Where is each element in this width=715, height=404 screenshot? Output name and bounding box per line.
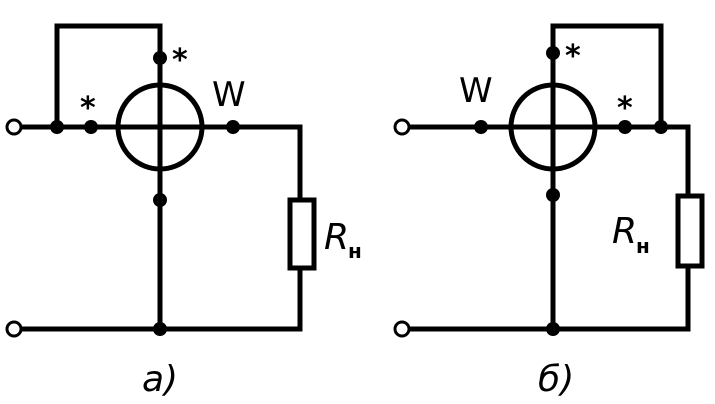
circuit-b-junction-voltage-out bbox=[546, 188, 560, 202]
circuit-b-load-resistor bbox=[675, 193, 705, 269]
circuit-a-junction-voltage-in bbox=[153, 51, 167, 65]
circuit-a-bottom-wire bbox=[15, 265, 303, 332]
circuit-b-caption: б) bbox=[538, 359, 574, 400]
circuit-a-junction-current-out bbox=[226, 120, 240, 134]
circuit-a-junction-current-in bbox=[84, 120, 98, 134]
circuit-a-terminal-top bbox=[5, 118, 23, 136]
circuit-b-terminal-top bbox=[393, 118, 411, 136]
circuit-a-junction-bottom bbox=[153, 322, 167, 336]
circuit-b-meter-label: W bbox=[459, 71, 493, 111]
circuit-b-bottom-wire bbox=[403, 263, 691, 332]
circuit-a-meter-label: W bbox=[212, 75, 246, 115]
circuit-a-terminal-bottom bbox=[5, 320, 23, 338]
circuit-b-current-marker: * bbox=[617, 91, 633, 126]
circuit-a-wattmeter-icon bbox=[115, 82, 205, 172]
circuit-b-resistor-subscript: н bbox=[636, 234, 650, 258]
circuit-a-load-resistor bbox=[287, 197, 317, 271]
circuit-a-top-wire bbox=[15, 124, 303, 203]
circuit-a-resistor-subscript: н bbox=[348, 239, 362, 263]
circuit-a-voltage-coil-loop bbox=[54, 23, 163, 203]
circuit-b-junction-voltage-in bbox=[546, 46, 560, 60]
circuit-a-junction-left bbox=[50, 120, 64, 134]
circuit-a-resistor-label: R bbox=[324, 217, 349, 258]
circuit-b-terminal-bottom bbox=[393, 320, 411, 338]
circuit-b-junction-current-in bbox=[474, 120, 488, 134]
circuit-b-resistor-label: R bbox=[612, 211, 637, 252]
circuit-a-voltage-marker: * bbox=[172, 43, 188, 78]
circuit-b: * * W R н б) bbox=[393, 23, 705, 400]
circuit-b-top-wire bbox=[403, 124, 691, 198]
circuit-a-junction-voltage-out bbox=[153, 193, 167, 207]
circuit-a-current-marker: * bbox=[80, 91, 96, 126]
circuit-a-caption: а) bbox=[142, 359, 178, 400]
circuit-b-junction-current-out bbox=[618, 120, 632, 134]
circuit-a: * * W R н а) bbox=[5, 23, 362, 400]
circuit-b-voltage-coil-loop bbox=[550, 23, 664, 198]
circuit-b-junction-right bbox=[654, 120, 668, 134]
circuit-b-junction-bottom bbox=[546, 322, 560, 336]
circuit-b-voltage-marker: * bbox=[565, 39, 581, 74]
circuit-b-wattmeter-icon bbox=[508, 82, 598, 172]
